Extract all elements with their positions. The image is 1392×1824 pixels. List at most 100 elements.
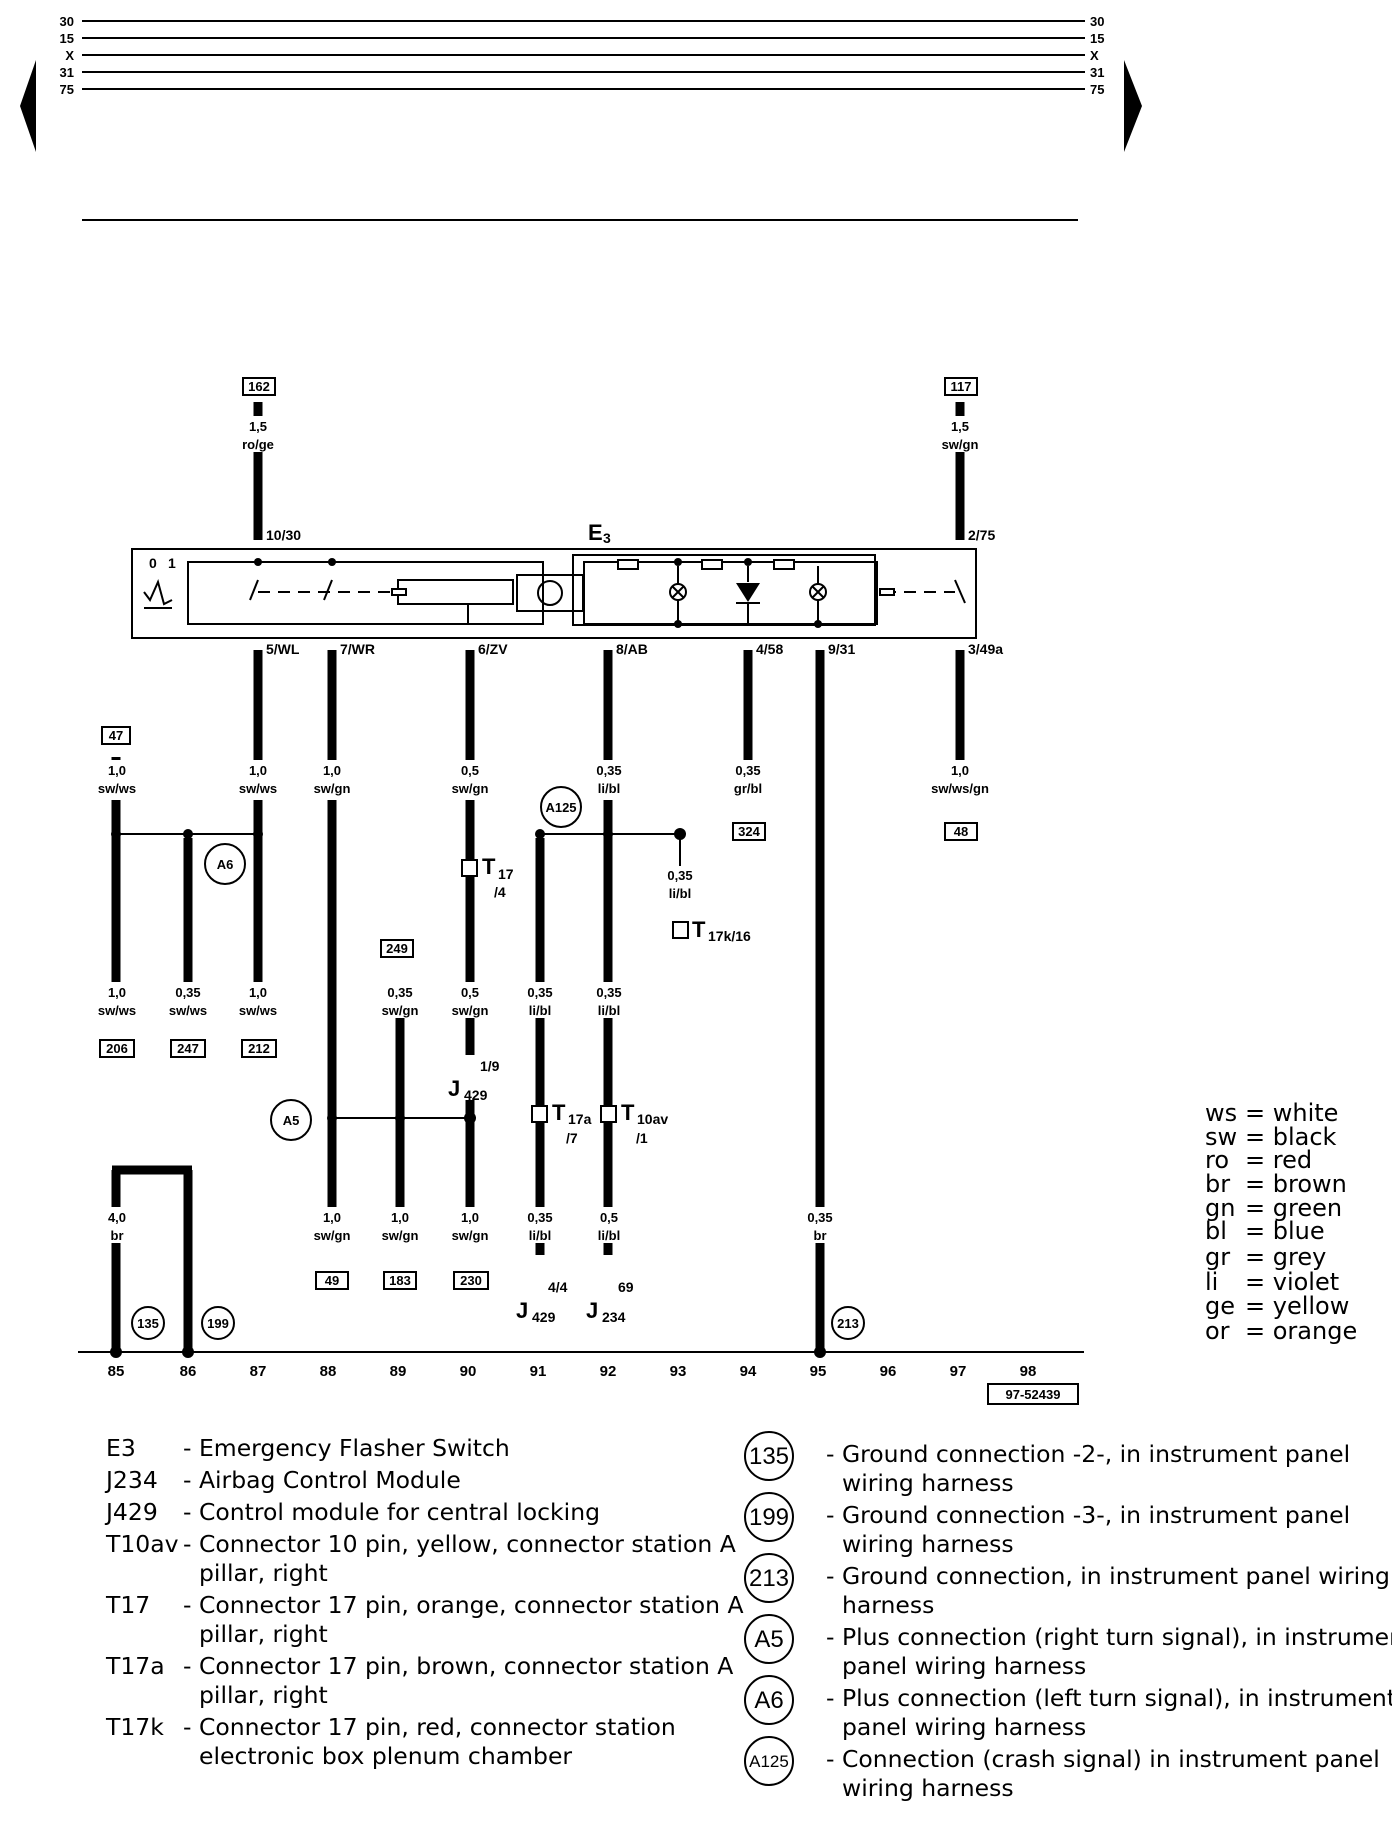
ref-162[interactable]: 162: [248, 379, 270, 394]
ref-48[interactable]: 48: [954, 824, 968, 839]
wire-85c-size: 4,0: [108, 1210, 126, 1225]
bus-labels-left: 30 15 X 31 75: [60, 14, 75, 97]
ref-117[interactable]: 117: [951, 379, 972, 394]
wire-87b-size: 1,0: [249, 985, 267, 1000]
component-j234: J 234 69: [586, 1279, 634, 1325]
wire-90a-size: 0,5: [461, 763, 479, 778]
legend-text: - Ground connection -3-, in instrument p…: [826, 1501, 1351, 1529]
legend-code: T17a: [106, 1652, 165, 1680]
color-name: blue: [1272, 1217, 1325, 1245]
wire-87a-color: sw/ws: [239, 781, 277, 796]
wire-85b-color: sw/ws: [98, 1003, 136, 1018]
legend-text-cont: electronic box plenum chamber: [199, 1742, 573, 1770]
wire-97-size: 1,0: [951, 763, 969, 778]
ref-247[interactable]: 247: [177, 1041, 199, 1056]
legend-text-cont: wiring harness: [842, 1469, 1014, 1497]
wire-89a-color: sw/gn: [382, 1003, 419, 1018]
position-numbers: 85 86 87 88 89 90 91 92 93 94 95 96 97 9…: [108, 1363, 1037, 1380]
wire-91c-color: li/bl: [529, 1228, 551, 1243]
previous-page-arrow-icon[interactable]: [20, 60, 36, 152]
pin-6-zv: 6/ZV: [478, 641, 508, 657]
wire-88c-color: sw/gn: [314, 1228, 351, 1243]
pin-4-58: 4/58: [756, 641, 783, 657]
wire-95-color: br: [814, 1228, 827, 1243]
ref-324[interactable]: 324: [738, 824, 760, 839]
ref-183[interactable]: 183: [389, 1273, 411, 1288]
e3-label: E 3: [588, 520, 611, 546]
wire-90b-size: 0,5: [461, 985, 479, 1000]
position-97: 97: [950, 1363, 967, 1380]
color-code: ws: [1205, 1099, 1238, 1127]
wire-162-size: 1,5: [249, 419, 267, 434]
position-92: 92: [600, 1363, 617, 1380]
legend-text-cont: panel wiring harness: [842, 1652, 1087, 1680]
wire-86b-color: sw/ws: [169, 1003, 207, 1018]
legend-code: J234: [106, 1466, 158, 1494]
wire-94-size: 0,35: [735, 763, 760, 778]
color-name: brown: [1272, 1170, 1347, 1198]
legend-text: - Connector 10 pin, yellow, connector st…: [183, 1530, 736, 1558]
drawing-number-box: [987, 1383, 1079, 1405]
wire-92a-color: li/bl: [598, 781, 620, 796]
legend-code: T17k: [106, 1713, 164, 1741]
equals-sign: =: [1245, 1170, 1273, 1198]
legend-text-cont: pillar, right: [199, 1620, 328, 1648]
ref-206[interactable]: 206: [106, 1041, 128, 1056]
t17-name: T: [482, 854, 496, 879]
j234-sub: 234: [602, 1309, 626, 1325]
legend-circles: [744, 1431, 794, 1786]
t17-pin: /4: [494, 884, 506, 900]
wire-90c-color: sw/gn: [452, 1228, 489, 1243]
bus-label-30: 30: [60, 14, 74, 29]
component-legend: E3 - Emergency Flasher Switch J234 - Air…: [106, 1434, 744, 1814]
ref-212[interactable]: 212: [248, 1041, 270, 1056]
flasher-relay-icon: [537, 580, 563, 606]
bus-label-75: 75: [60, 82, 74, 97]
ref-47[interactable]: 47: [109, 728, 123, 743]
pin-3-49a: 3/49a: [968, 641, 1003, 657]
bus-label-15-right: 15: [1090, 31, 1104, 46]
component-j429-top: J 429 1/9: [448, 1058, 500, 1103]
wire-85c-color: br: [111, 1228, 124, 1243]
ref-249[interactable]: 249: [386, 941, 408, 956]
color-code: bl: [1205, 1217, 1227, 1245]
t10av-sub: 10av: [637, 1111, 668, 1127]
legend-circle-a5: A5: [754, 1626, 783, 1653]
wire-88a-color: sw/gn: [314, 781, 351, 796]
ref-49[interactable]: 49: [325, 1273, 339, 1288]
position-94: 94: [740, 1363, 757, 1380]
bus-label-15: 15: [60, 31, 74, 46]
wire-92b-size: 0,35: [596, 985, 621, 1000]
switch-position-labels: 0 1: [149, 555, 176, 571]
j429-bottom-sub: 429: [532, 1309, 556, 1325]
legend-text: - Connector 17 pin, brown, connector sta…: [183, 1652, 734, 1680]
legend-code: T10av: [106, 1530, 179, 1558]
next-page-arrow-icon[interactable]: [1124, 60, 1142, 152]
connection-circle-labels: A125 A6 A5 135 199 213: [137, 800, 859, 1331]
bus-lines: [82, 20, 1085, 90]
t17k-sub: 17k/16: [708, 928, 751, 944]
connector-symbols: [461, 859, 689, 1123]
switch-junction-dots: [254, 558, 822, 628]
wire-95-size: 0,35: [807, 1210, 832, 1225]
equals-sign: =: [1245, 1146, 1273, 1174]
circle-213: 213: [837, 1316, 859, 1331]
wire-91c-size: 0,35: [527, 1210, 552, 1225]
color-name: yellow: [1272, 1292, 1350, 1320]
legend-text: - Ground connection, in instrument panel…: [826, 1562, 1390, 1590]
component-j429-bottom: J 429 4/4: [516, 1279, 568, 1325]
t17k-name: T: [692, 917, 706, 942]
j429-top-sub: 429: [464, 1087, 488, 1103]
wire-117-color: sw/gn: [942, 437, 979, 452]
wire-89a-size: 0,35: [387, 985, 412, 1000]
legend-text-cont: wiring harness: [842, 1530, 1014, 1558]
pin-5-wl: 5/WL: [266, 641, 300, 657]
position-96: 96: [880, 1363, 897, 1380]
legend-circle-a125: A125: [749, 1752, 789, 1771]
legend-text: - Connection (crash signal) in instrumen…: [826, 1745, 1380, 1773]
reference-box-labels[interactable]: 162 117 47 324 48 249 206 247 212 49 183…: [106, 379, 971, 1288]
t17a-pin: /7: [566, 1130, 578, 1146]
ref-230[interactable]: 230: [460, 1273, 482, 1288]
wire-97-color: sw/ws/gn: [931, 781, 989, 796]
